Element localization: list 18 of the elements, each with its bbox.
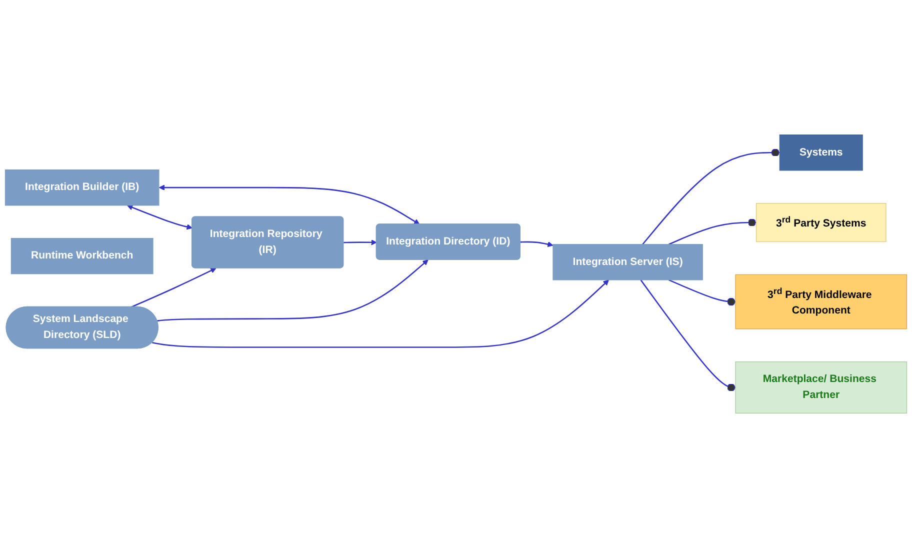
node-box: Systems <box>779 134 863 171</box>
arrow <box>130 268 216 308</box>
arrow <box>152 280 609 348</box>
arrow <box>157 260 428 322</box>
arrow <box>127 204 192 230</box>
arrow <box>520 241 554 248</box>
arrow <box>158 184 420 225</box>
node-box: 3$^{rd}$ Party Systems <box>756 203 886 242</box>
node-box: 3$^{rd}$ Party Middleware Component <box>735 274 908 330</box>
node-box: Integration Builder (IB) <box>4 169 160 206</box>
arrow <box>344 240 377 246</box>
node-box: Marketplace/ Business Partner <box>735 361 908 414</box>
connector <box>668 218 756 245</box>
connector <box>640 280 736 392</box>
node-box: Runtime Workbench <box>10 238 154 274</box>
connector <box>668 279 736 306</box>
node-box: Integration Server (IS) <box>552 244 703 280</box>
connector <box>642 148 780 245</box>
